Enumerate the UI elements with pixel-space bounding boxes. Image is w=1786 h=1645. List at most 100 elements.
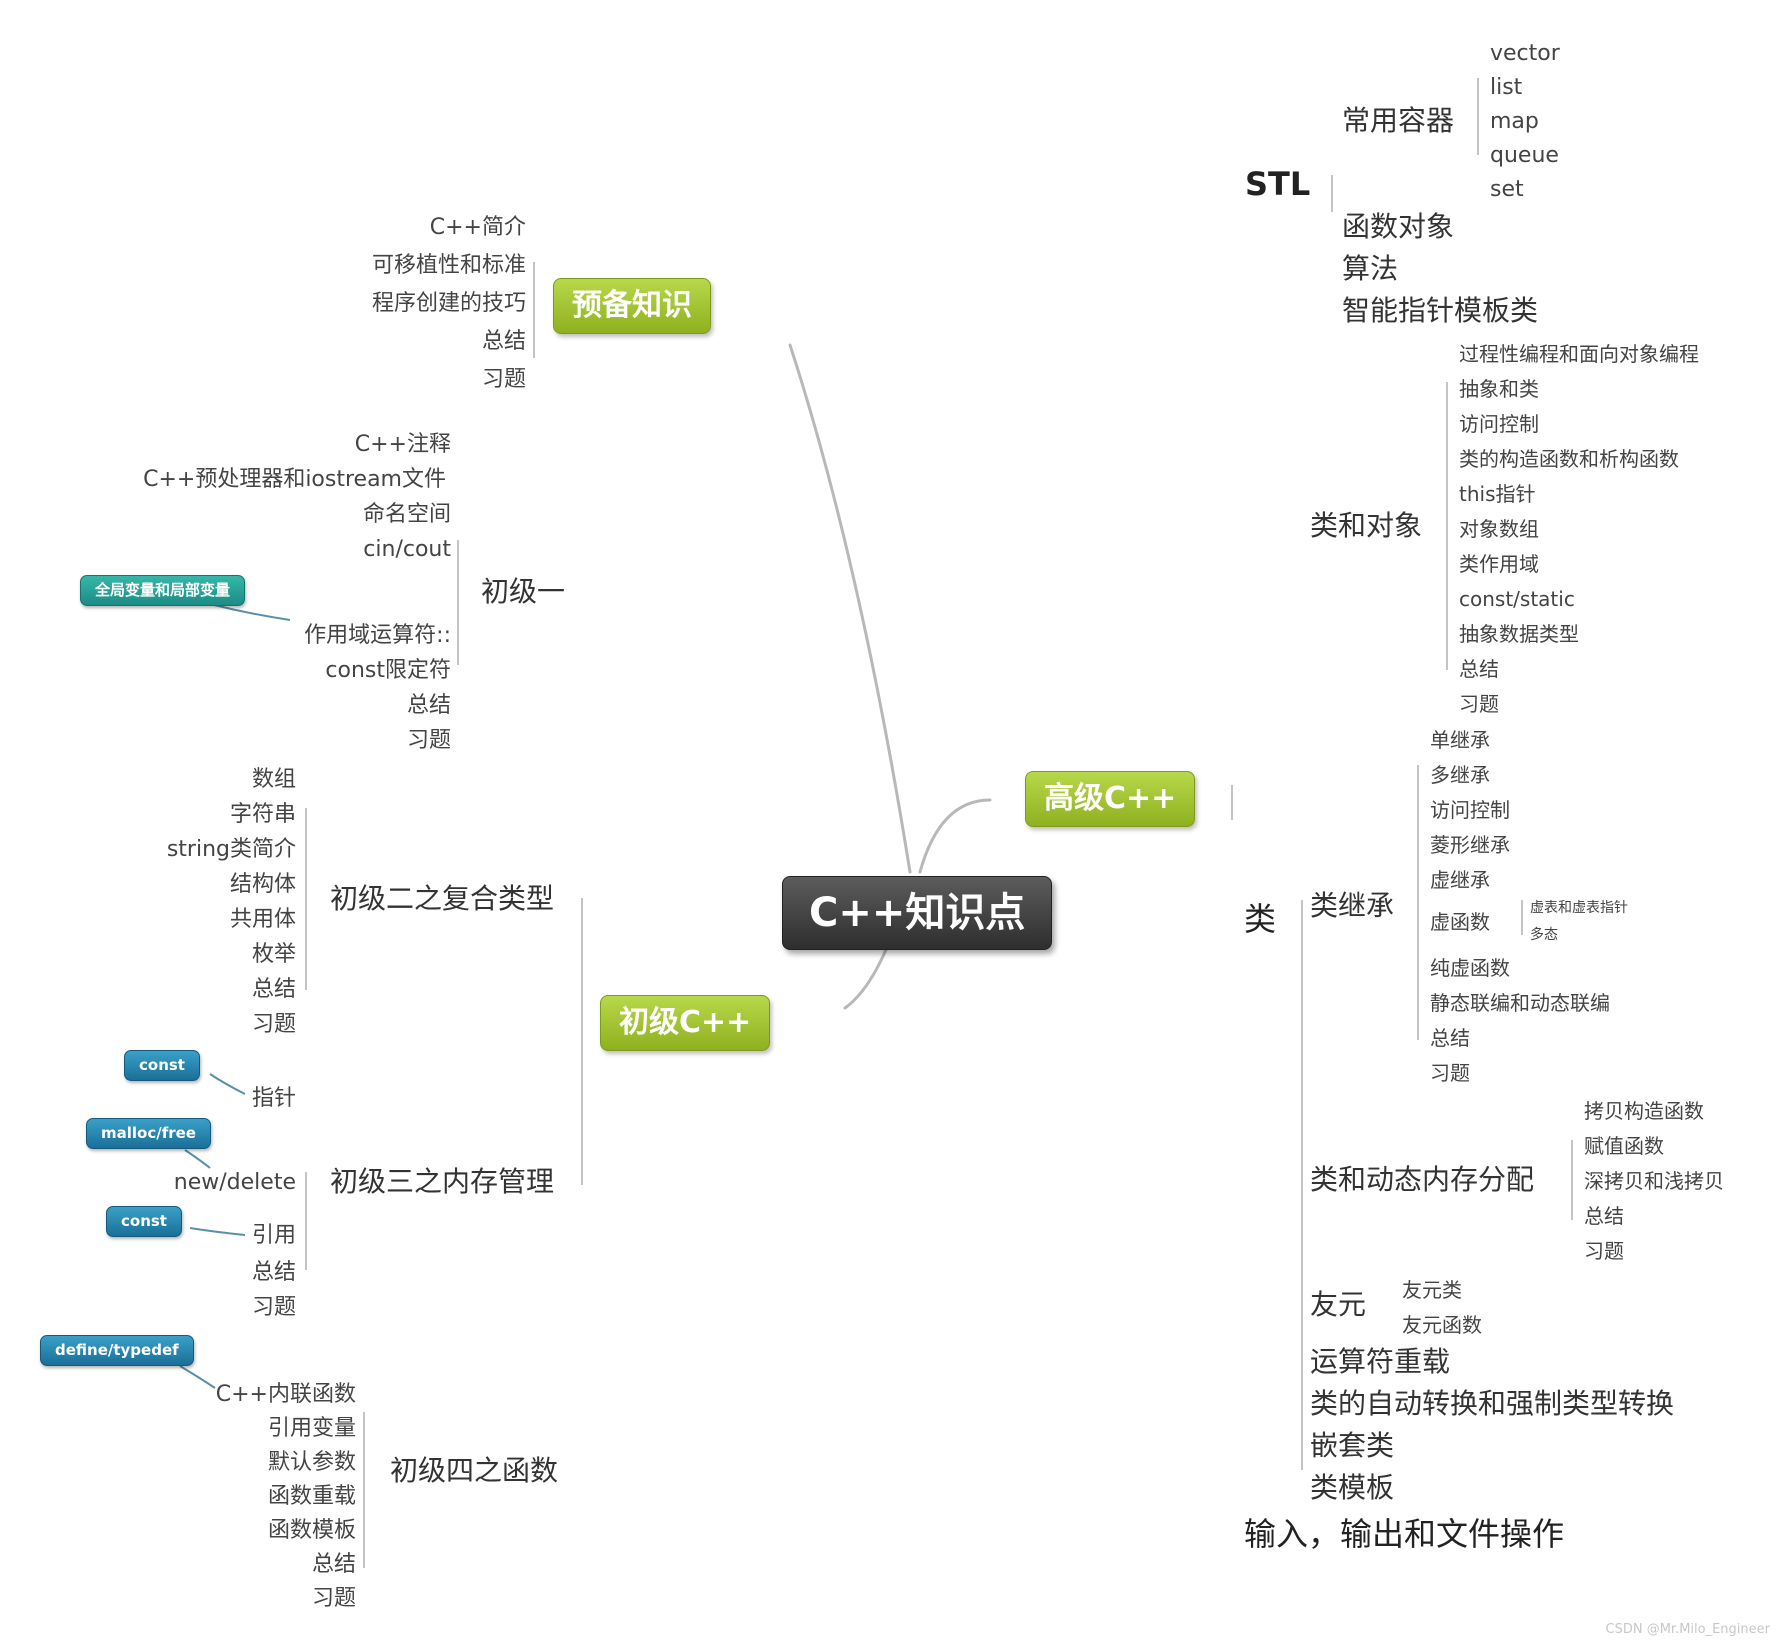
prep-item[interactable]: 程序创建的技巧 — [371, 291, 526, 316]
level4-item[interactable]: 总结 — [311, 1552, 356, 1577]
container-item[interactable]: set — [1490, 177, 1524, 202]
prep-item[interactable]: 可移植性和标准 — [371, 253, 526, 278]
level3-item[interactable]: new/delete — [173, 1170, 296, 1195]
inherit-item[interactable]: 静态联编和动态联编 — [1430, 991, 1610, 1015]
objects-item[interactable]: 抽象数据类型 — [1459, 622, 1579, 646]
level1-item[interactable]: C++注释 — [354, 432, 451, 457]
objects-item[interactable]: const/static — [1459, 587, 1575, 611]
level3-node[interactable]: 初级三之内存管理 — [330, 1165, 555, 1198]
level3-item[interactable]: 引用 — [251, 1223, 296, 1248]
prep-item[interactable]: 习题 — [481, 367, 526, 392]
container-item[interactable]: vector — [1490, 41, 1560, 66]
friend-item[interactable]: 友元类 — [1402, 1278, 1462, 1302]
virtual-sub-item[interactable]: 多态 — [1530, 927, 1558, 943]
objects-item[interactable]: 类作用域 — [1459, 552, 1539, 576]
stl-item[interactable]: 智能指针模板类 — [1342, 294, 1539, 327]
level1-item[interactable]: 作用域运算符:: — [304, 623, 451, 648]
friend-item[interactable]: 友元函数 — [1402, 1313, 1482, 1337]
watermark: CSDN @Mr.Milo_Engineer — [1605, 1622, 1771, 1637]
stl-item[interactable]: 算法 — [1342, 252, 1399, 285]
callout-global-local[interactable]: 全局变量和局部变量 — [80, 575, 246, 606]
level1-node[interactable]: 初级一 — [481, 575, 566, 608]
callout-pointer-const2 — [189, 1227, 246, 1236]
friend-node[interactable]: 友元 — [1310, 1288, 1367, 1321]
io-node[interactable]: 输入，输出和文件操作 — [1244, 1515, 1565, 1553]
level2-item[interactable]: string类简介 — [166, 837, 296, 862]
level4-item[interactable]: 函数模板 — [267, 1518, 356, 1543]
level1-item[interactable]: 习题 — [406, 728, 451, 753]
callout-const-pointer[interactable]: const — [124, 1050, 200, 1081]
class-item[interactable]: 嵌套类 — [1310, 1429, 1395, 1462]
level1-item[interactable]: const限定符 — [325, 658, 451, 683]
level4-item[interactable]: 引用变量 — [267, 1416, 356, 1441]
level1-item[interactable]: 命名空间 — [362, 502, 451, 527]
level3-item[interactable]: 指针 — [251, 1086, 296, 1111]
containers-node[interactable]: 常用容器 — [1342, 104, 1455, 137]
center-node[interactable]: C++知识点 — [782, 876, 1053, 950]
dynamic-item[interactable]: 习题 — [1584, 1239, 1624, 1263]
callout-define-typedef[interactable]: define/typedef — [40, 1335, 194, 1366]
level2-item[interactable]: 总结 — [251, 977, 296, 1002]
level1-item[interactable]: C++预处理器和iostream文件 — [143, 467, 446, 492]
inherit-item[interactable]: 习题 — [1430, 1061, 1470, 1085]
dynamic-item[interactable]: 拷贝构造函数 — [1584, 1099, 1704, 1123]
level2-item[interactable]: 数组 — [251, 767, 296, 792]
class-item[interactable]: 类的自动转换和强制类型转换 — [1310, 1387, 1675, 1420]
callout-malloc-free[interactable]: malloc/free — [86, 1118, 211, 1149]
level4-item[interactable]: 习题 — [311, 1586, 356, 1611]
objects-item[interactable]: 过程性编程和面向对象编程 — [1459, 342, 1699, 366]
class-node[interactable]: 类 — [1244, 900, 1277, 938]
prep-item[interactable]: 总结 — [481, 329, 526, 354]
prep-node[interactable]: 预备知识 — [553, 278, 711, 334]
inherit-item[interactable]: 总结 — [1430, 1026, 1470, 1050]
virtual-sub-item[interactable]: 虚表和虚表指针 — [1530, 900, 1628, 916]
level4-item[interactable]: C++内联函数 — [215, 1382, 356, 1407]
inherit-item[interactable]: 纯虚函数 — [1430, 956, 1510, 980]
dynamic-item[interactable]: 深拷贝和浅拷贝 — [1584, 1169, 1724, 1193]
class-item[interactable]: 运算符重载 — [1310, 1345, 1451, 1378]
callout-pointer-malloc — [184, 1149, 211, 1169]
level1-item[interactable]: 总结 — [406, 693, 451, 718]
level3-item[interactable]: 习题 — [251, 1295, 296, 1320]
inherit-item[interactable]: 多继承 — [1430, 763, 1490, 787]
level4-item[interactable]: 默认参数 — [267, 1450, 356, 1475]
level4-node[interactable]: 初级四之函数 — [390, 1454, 559, 1487]
inherit-item[interactable]: 访问控制 — [1430, 798, 1510, 822]
objects-item[interactable]: 访问控制 — [1459, 412, 1539, 436]
level2-node[interactable]: 初级二之复合类型 — [330, 882, 555, 915]
level2-item[interactable]: 习题 — [251, 1012, 296, 1037]
inherit-item[interactable]: 菱形继承 — [1430, 833, 1510, 857]
level2-item[interactable]: 共用体 — [229, 907, 296, 932]
inherit-node[interactable]: 类继承 — [1310, 889, 1395, 922]
dynamic-item[interactable]: 赋值函数 — [1584, 1134, 1664, 1158]
level1-item[interactable]: cin/cout — [363, 537, 451, 562]
prep-item[interactable]: C++简介 — [429, 215, 526, 240]
objects-item[interactable]: 类的构造函数和析构函数 — [1459, 447, 1679, 471]
inherit-item[interactable]: 单继承 — [1430, 728, 1490, 752]
advanced-node[interactable]: 高级C++ — [1025, 771, 1196, 827]
objects-item[interactable]: 对象数组 — [1459, 517, 1539, 541]
inherit-item[interactable]: 虚函数 — [1430, 910, 1490, 934]
container-item[interactable]: list — [1490, 75, 1523, 100]
objects-item[interactable]: 习题 — [1459, 692, 1499, 716]
container-item[interactable]: map — [1490, 109, 1539, 134]
objects-item[interactable]: this指针 — [1459, 482, 1536, 506]
dynamic-item[interactable]: 总结 — [1584, 1204, 1624, 1228]
level2-item[interactable]: 枚举 — [251, 942, 296, 967]
link-center-prep — [788, 343, 912, 874]
level2-item[interactable]: 字符串 — [229, 802, 296, 827]
callout-const-ref[interactable]: const — [106, 1206, 182, 1237]
objects-item[interactable]: 总结 — [1459, 657, 1499, 681]
stl-item[interactable]: 函数对象 — [1342, 210, 1455, 243]
class-item[interactable]: 类模板 — [1310, 1471, 1395, 1504]
level4-item[interactable]: 函数重载 — [267, 1484, 356, 1509]
basic-node[interactable]: 初级C++ — [600, 995, 771, 1051]
dynamic-node[interactable]: 类和动态内存分配 — [1310, 1163, 1535, 1196]
inherit-item[interactable]: 虚继承 — [1430, 868, 1490, 892]
objects-item[interactable]: 抽象和类 — [1459, 377, 1539, 401]
container-item[interactable]: queue — [1490, 143, 1559, 168]
level2-item[interactable]: 结构体 — [229, 872, 296, 897]
objects-node[interactable]: 类和对象 — [1310, 509, 1423, 542]
stl-node[interactable]: STL — [1245, 165, 1311, 203]
level3-item[interactable]: 总结 — [251, 1260, 296, 1285]
